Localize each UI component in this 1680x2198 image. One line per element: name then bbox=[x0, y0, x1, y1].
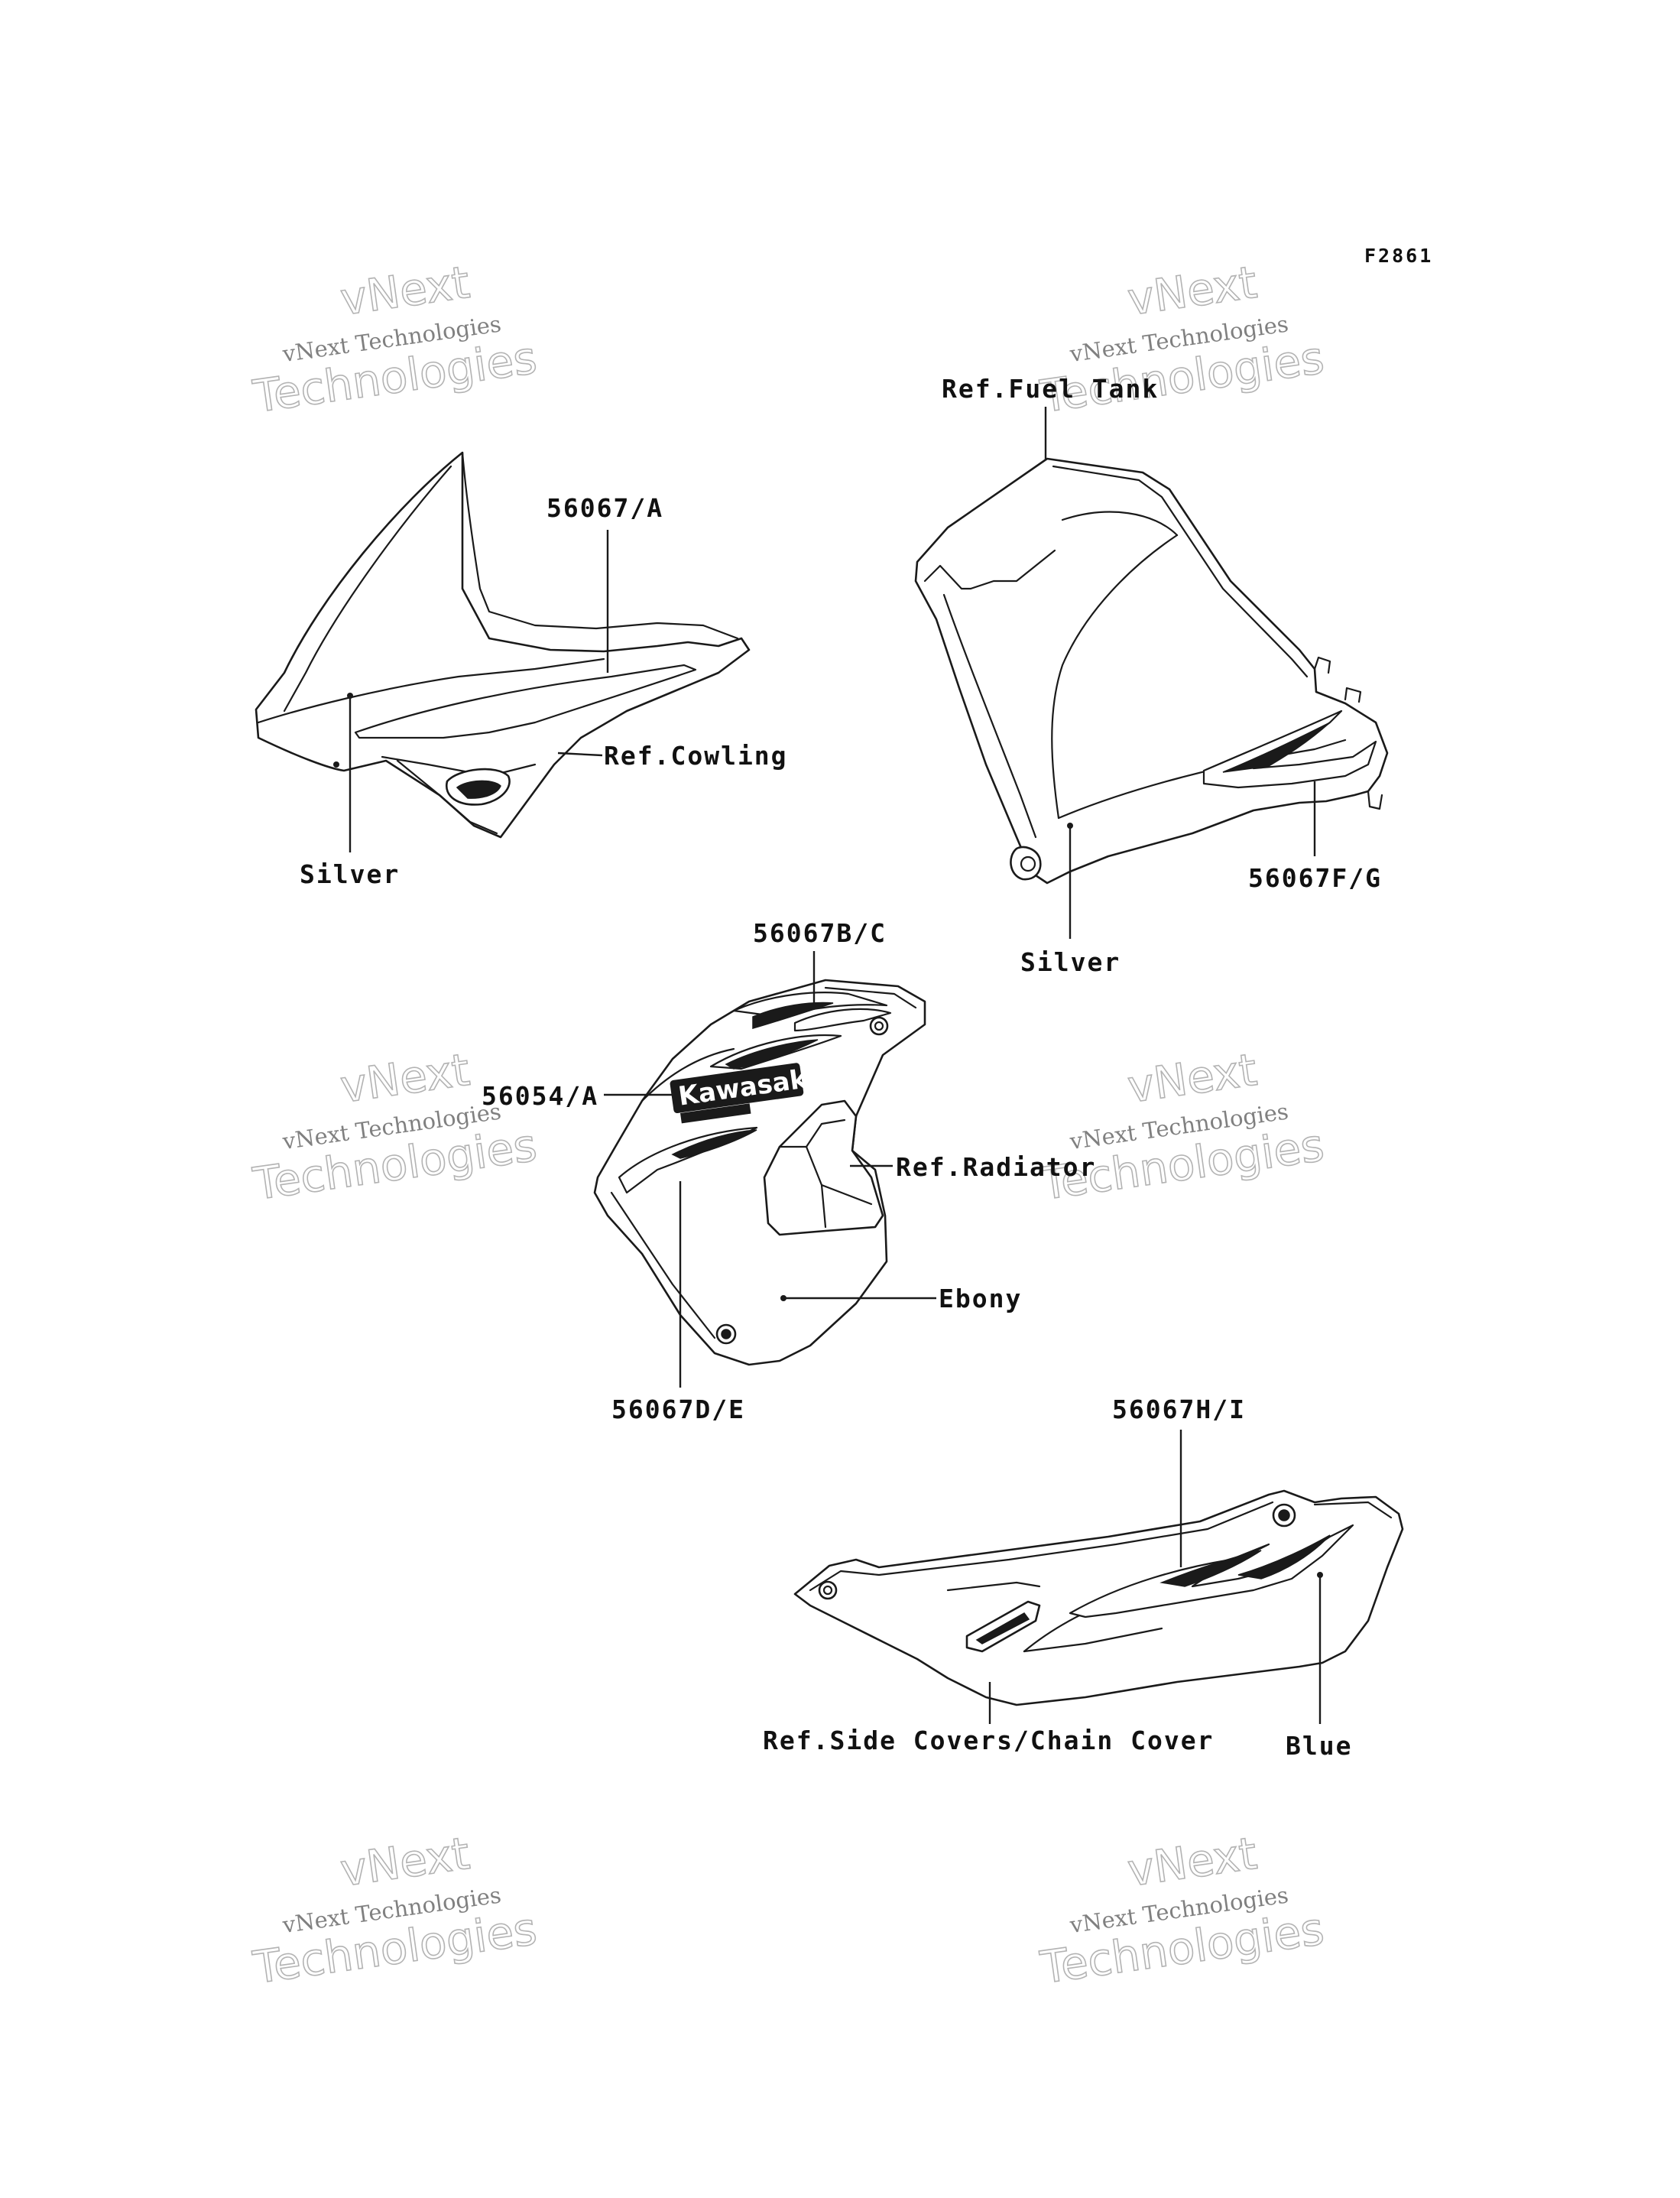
watermark-bottom-right: vNext vNext Technologies Technologies bbox=[1036, 1826, 1328, 1995]
callout-56054-a: 56054/A bbox=[482, 1081, 598, 1111]
watermark-line1: vNext bbox=[337, 1827, 472, 1897]
radiator-shroud-part: Kawasaki bbox=[593, 979, 926, 1366]
watermark-line1: vNext bbox=[1124, 1044, 1260, 1113]
watermark-line1: vNext bbox=[337, 256, 472, 326]
cowling-part bbox=[255, 451, 751, 839]
watermark-line1: vNext bbox=[1124, 1827, 1260, 1897]
leader-ref-cowling bbox=[557, 752, 603, 757]
callout-ref-fuel-tank: Ref.Fuel Tank bbox=[942, 374, 1159, 404]
watermark-line1: vNext bbox=[1124, 256, 1260, 326]
watermark-bottom-left: vNext vNext Technologies Technologies bbox=[249, 1826, 540, 1995]
callout-ref-side-covers: Ref.Side Covers/Chain Cover bbox=[763, 1726, 1214, 1755]
callout-ref-cowling: Ref.Cowling bbox=[604, 741, 788, 771]
cowling-stripe-decal bbox=[354, 664, 697, 739]
callout-56067-bc: 56067B/C bbox=[753, 918, 887, 948]
watermark-mid-right: vNext vNext Technologies Technologies bbox=[1036, 1043, 1328, 1211]
cowling-mount-dot bbox=[333, 761, 339, 768]
callout-56067-de: 56067D/E bbox=[611, 1394, 745, 1424]
callout-silver-left: Silver bbox=[300, 859, 400, 889]
figure-id: F2861 bbox=[1364, 245, 1433, 267]
watermark-mid-left: vNext vNext Technologies Technologies bbox=[249, 1043, 540, 1211]
callout-56067-a: 56067/A bbox=[546, 493, 663, 523]
fuel-tank-cover-part bbox=[914, 457, 1389, 885]
radiator-opening bbox=[763, 1099, 884, 1236]
watermark-top-left: vNext vNext Technologies Technologies bbox=[249, 255, 540, 424]
callout-56067-hi: 56067H/I bbox=[1112, 1394, 1246, 1424]
side-cover-part bbox=[793, 1489, 1404, 1706]
callout-blue: Blue bbox=[1286, 1731, 1352, 1761]
watermark-line1: vNext bbox=[337, 1044, 472, 1113]
callout-ebony: Ebony bbox=[939, 1284, 1022, 1313]
callout-ref-radiator: Ref.Radiator bbox=[896, 1152, 1096, 1182]
callout-silver-tank: Silver bbox=[1020, 947, 1121, 977]
callout-56067-fg: 56067F/G bbox=[1248, 863, 1382, 893]
